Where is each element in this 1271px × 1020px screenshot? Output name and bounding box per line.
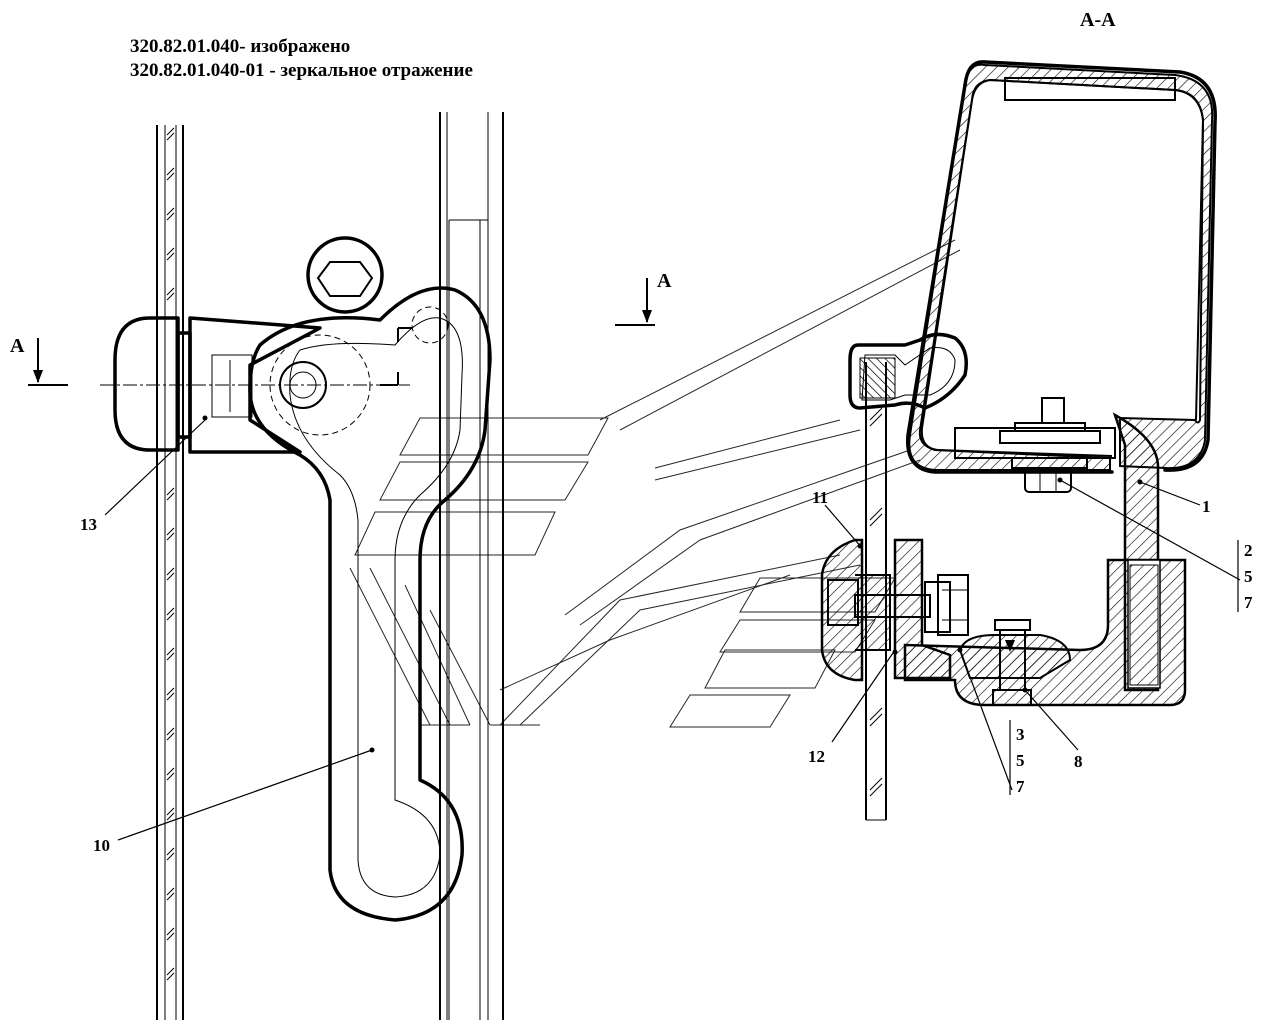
- section-letter-right: А: [657, 270, 672, 292]
- callout-stack-3-5-7: 3 5 7: [1016, 725, 1025, 796]
- callout-1: 1: [1202, 497, 1211, 516]
- section-marker-right: А: [615, 270, 672, 326]
- stack-b-item: 5: [1016, 751, 1025, 770]
- callout-11: 11: [812, 488, 828, 507]
- drawing-title-line1: 320.82.01.040- изображено: [130, 36, 350, 57]
- stack-b-item: 3: [1016, 725, 1025, 744]
- callout-13: 13: [80, 515, 97, 534]
- stack-a-item: 5: [1244, 567, 1253, 586]
- drawing-title-line2: 320.82.01.040-01 - зеркальное отражение: [130, 60, 473, 81]
- frame-profile: [906, 60, 1217, 474]
- door-handle-knob: [100, 316, 410, 454]
- top-bolt-assembly: [999, 397, 1101, 493]
- section-letter-left: А: [10, 335, 25, 357]
- rubber-seal: [848, 332, 968, 410]
- section-title: А-А: [1080, 9, 1116, 31]
- stack-a-item: 2: [1244, 541, 1253, 560]
- callout-10: 10: [93, 836, 110, 855]
- lever-arm: [248, 286, 492, 922]
- door-post: [156, 112, 504, 1020]
- stack-b-item: 7: [1016, 777, 1025, 796]
- callout-12: 12: [808, 747, 825, 766]
- section-marker-left: А: [10, 335, 68, 386]
- lower-bracket: [903, 558, 1187, 707]
- hex-bolt-head: [306, 236, 384, 314]
- callout-stack-2-5-7: 2 5 7: [1244, 541, 1253, 612]
- handle-knob-section: [820, 538, 969, 682]
- stack-a-item: 7: [1244, 593, 1253, 612]
- callout-8: 8: [1074, 752, 1083, 771]
- projection-planes: [349, 239, 961, 728]
- leader-lines: [104, 415, 1241, 841]
